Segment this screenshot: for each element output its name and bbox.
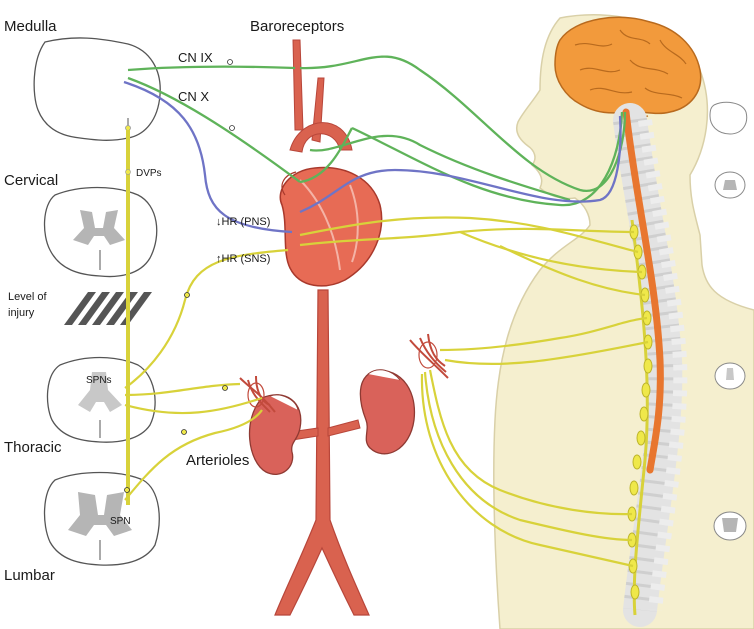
label-arterioles: Arterioles	[186, 452, 249, 469]
yellow-pathways	[124, 216, 649, 568]
label-lumbar: Lumbar	[4, 567, 55, 584]
blue-pathways	[123, 80, 622, 234]
label-hr-pns: ↓HR (PNS)	[216, 216, 270, 228]
label-spns: SPNs	[86, 375, 112, 386]
heart	[279, 166, 383, 287]
cervical-section	[43, 186, 158, 278]
lumbar-section	[43, 471, 160, 566]
brain	[554, 16, 702, 118]
label-injury: injury	[8, 307, 35, 319]
descending-pathways	[125, 130, 131, 505]
label-cn-ix: CN IX	[178, 50, 213, 65]
label-baroreceptors: Baroreceptors	[250, 18, 344, 35]
arterioles-right	[409, 333, 449, 379]
label-hr-sns: ↑HR (SNS)	[216, 253, 270, 265]
aorta	[274, 39, 370, 616]
spinal-cord	[622, 108, 664, 474]
label-dvps: DVPs	[136, 168, 162, 179]
synapse-markers	[124, 59, 235, 493]
green-pathways	[127, 55, 627, 207]
injury-bars	[64, 292, 152, 325]
label-cn-x: CN X	[178, 89, 209, 104]
thoracic-section	[46, 356, 156, 443]
label-level-of: Level of	[8, 291, 47, 303]
arterioles-left	[239, 375, 276, 413]
label-spn: SPN	[110, 516, 131, 527]
right-section-icons	[709, 101, 748, 541]
vertebral-column	[613, 103, 688, 627]
label-cervical: Cervical	[4, 172, 58, 189]
label-thoracic: Thoracic	[4, 439, 62, 456]
kidneys	[248, 369, 416, 475]
label-medulla: Medulla	[4, 18, 57, 35]
